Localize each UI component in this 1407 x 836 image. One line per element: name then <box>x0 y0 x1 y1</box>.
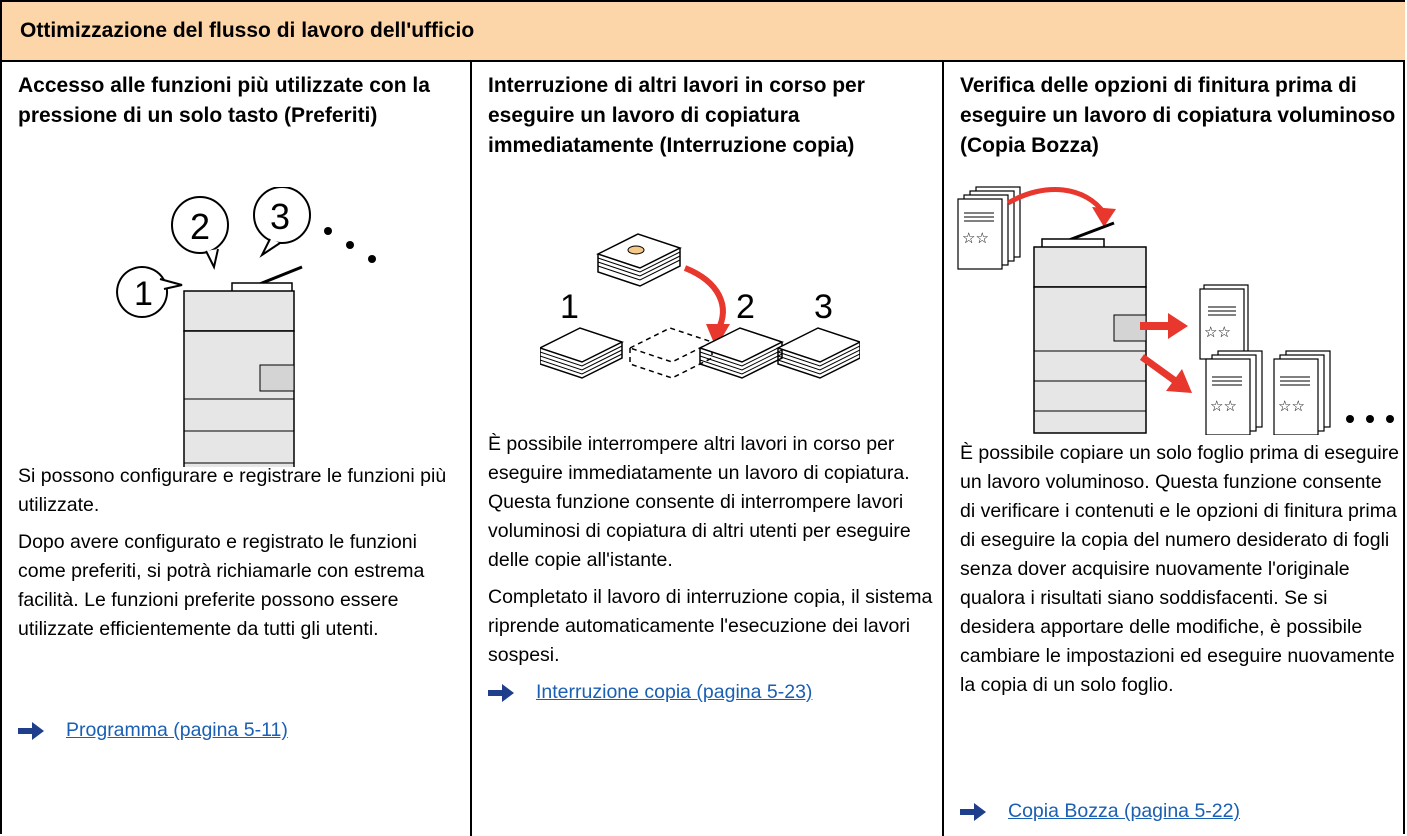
stack-number-2: 2 <box>736 288 755 326</box>
link-row: Interruzione copia (pagina 5-23) <box>488 681 812 704</box>
program-link[interactable]: Programma (pagina 5-11) <box>66 719 288 741</box>
column-title: Interruzione di altri lavori in corso pe… <box>488 74 865 157</box>
svg-text:☆☆: ☆☆ <box>962 229 989 247</box>
column-interrupt: Interruzione di altri lavori in corso pe… <box>472 62 944 836</box>
column-title: Accesso alle funzioni più utilizzate con… <box>18 74 430 127</box>
paper-stack-icon <box>596 233 682 287</box>
document-stack-icon: ☆☆ <box>1273 350 1331 435</box>
body-paragraph: È possibile copiare un solo foglio prima… <box>960 442 1399 696</box>
bubble-number-1: 1 <box>134 275 153 313</box>
svg-text:☆☆: ☆☆ <box>1278 397 1305 415</box>
column-favorites: Accesso alle funzioni più utilizzate con… <box>2 62 472 836</box>
interrupt-illustration: 1 2 3 <box>540 233 860 379</box>
speech-bubble-1-icon: 1 <box>116 266 183 318</box>
stack-number-1: 1 <box>560 288 579 326</box>
interrupt-copy-link[interactable]: Interruzione copia (pagina 5-23) <box>536 681 813 703</box>
printer-icon <box>1033 221 1147 434</box>
bubble-number-2: 2 <box>190 206 210 247</box>
column-body: Si possono configurare e registrare le f… <box>18 462 468 652</box>
proof-copy-illustration: ☆☆ ☆☆ <box>957 186 1394 435</box>
printer-icon <box>183 265 303 467</box>
section-title: Ottimizzazione del flusso di lavoro dell… <box>20 19 475 42</box>
favorites-illustration: 1 2 3 <box>116 187 376 467</box>
body-paragraph: Dopo avere configurato e registrato le f… <box>18 531 425 640</box>
paper-stack-icon <box>698 327 784 379</box>
paper-stack-icon <box>776 327 860 379</box>
body-paragraph: Si possono configurare e registrare le f… <box>18 465 447 516</box>
stack-number-3: 3 <box>814 288 833 326</box>
proof-copy-link[interactable]: Copia Bozza (pagina 5-22) <box>1008 800 1240 822</box>
svg-text:☆☆: ☆☆ <box>1204 323 1231 341</box>
link-row: Programma (pagina 5-11) <box>18 719 288 742</box>
proof-sheet-icon: ☆☆ <box>1199 284 1249 360</box>
link-row: Copia Bozza (pagina 5-22) <box>960 800 1240 823</box>
arrow-right-icon <box>960 802 986 821</box>
document-stack-icon: ☆☆ <box>1205 350 1263 435</box>
body-paragraph: Completato il lavoro di interruzione cop… <box>488 586 933 666</box>
speech-bubble-3-icon: 3 <box>253 187 311 258</box>
paper-stack-icon <box>540 327 624 379</box>
arrow-right-icon <box>18 721 44 740</box>
document-stack-icon: ☆☆ <box>957 186 1021 270</box>
column-body: È possibile interrompere altri lavori in… <box>488 430 936 678</box>
speech-bubble-2-icon: 2 <box>171 196 229 270</box>
column-body: È possibile copiare un solo foglio prima… <box>960 439 1400 708</box>
bubble-number-3: 3 <box>270 196 290 237</box>
svg-text:☆☆: ☆☆ <box>1210 397 1237 415</box>
column-title: Verifica delle opzioni di finitura prima… <box>960 74 1396 157</box>
body-paragraph: È possibile interrompere altri lavori in… <box>488 433 911 571</box>
section-header: Ottimizzazione del flusso di lavoro dell… <box>2 2 1405 62</box>
column-proof-copy: Verifica delle opzioni di finitura prima… <box>944 62 1405 836</box>
arrow-right-icon <box>488 683 514 702</box>
